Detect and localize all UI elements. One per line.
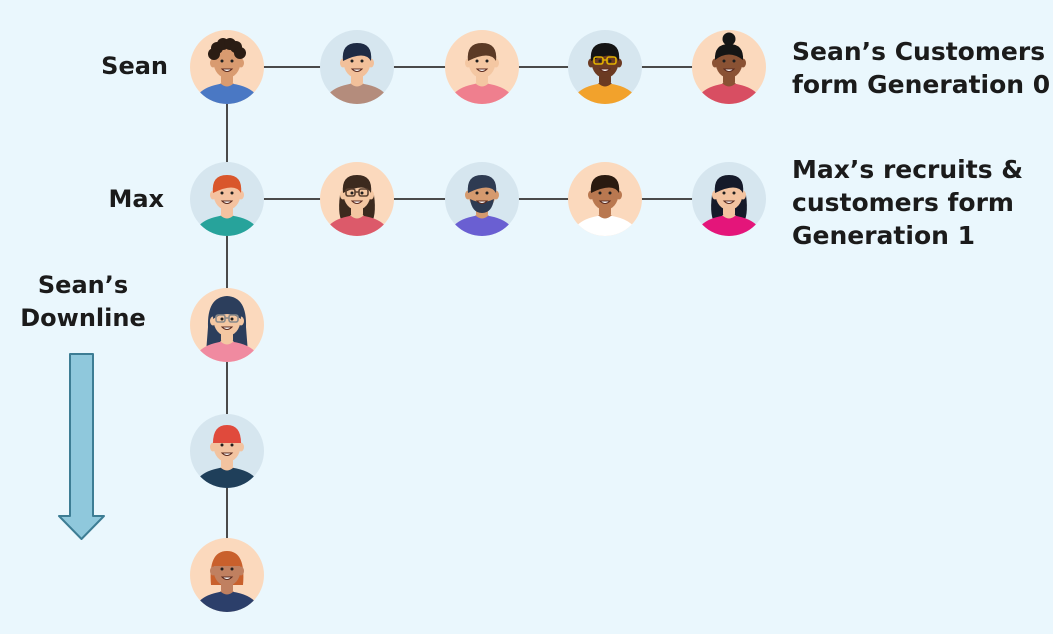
avatar-recruit-3 [568,162,642,236]
label-gen0-line-1: Sean’s Customers [792,37,1046,66]
label-seans-downline: Sean’s Downline [13,269,153,335]
downline-arrow [58,353,105,540]
label-generation-1: Max’s recruits & customers form Generati… [792,153,1023,252]
avatar-max [190,162,264,236]
avatar-downline-3 [190,538,264,612]
label-generation-0: Sean’s Customers form Generation 0 [792,35,1050,101]
avatar-recruit-1 [320,162,394,236]
label-downline-line-1: Sean’s [37,271,129,299]
label-gen1-line-2: customers form [792,188,1014,217]
avatar-customer-4 [692,30,766,104]
avatar-downline-1 [190,288,264,362]
label-gen0-line-2: form Generation 0 [792,70,1051,99]
avatar-customer-1 [320,30,394,104]
avatar-layer [190,30,766,612]
label-max: Max [108,185,164,213]
avatar-downline-2 [190,414,264,488]
down-arrow-icon [58,353,105,540]
connector-lines [226,66,729,575]
avatar-customer-3 [568,30,642,104]
avatar-customer-2 [445,30,519,104]
label-gen1-line-3: Generation 1 [792,221,976,250]
avatar-sean [190,30,264,104]
avatar-recruit-4 [692,162,766,236]
label-sean: Sean [101,52,168,80]
avatar-recruit-2 [445,162,519,236]
label-gen1-line-1: Max’s recruits & [792,155,1024,184]
label-downline-line-2: Downline [20,304,146,332]
